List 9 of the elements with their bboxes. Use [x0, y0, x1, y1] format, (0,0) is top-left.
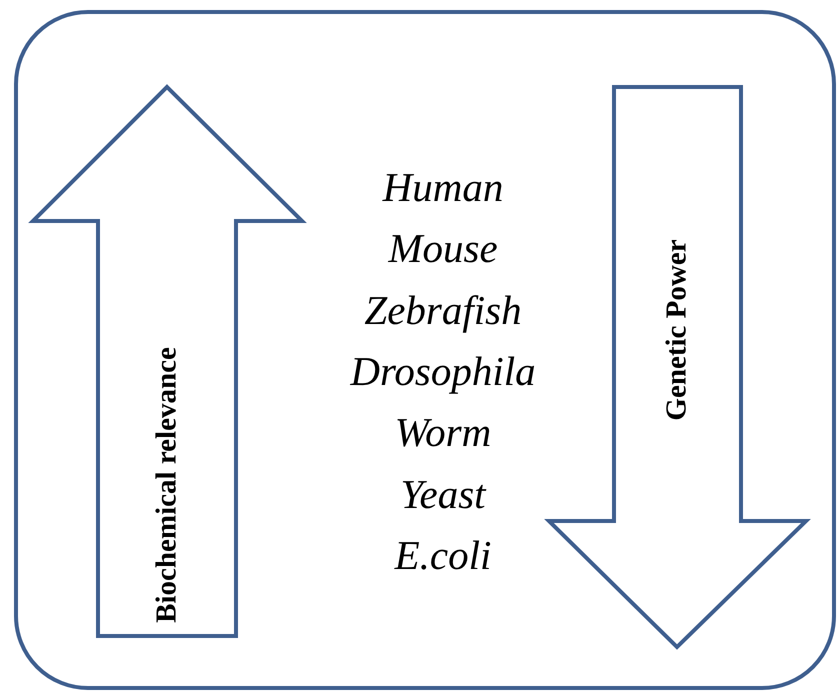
organism-name: Zebrafish: [364, 286, 522, 334]
organism-name: Yeast: [400, 470, 486, 518]
organism-name: Worm: [394, 408, 492, 456]
organism-name: E.coli: [394, 530, 492, 579]
organism-name: Human: [382, 163, 504, 211]
arrow-label: Biochemical relevance: [150, 347, 184, 623]
organism-name: Drosophila: [350, 346, 536, 395]
arrow-label: Genetic Power: [660, 239, 694, 421]
organism-name: Mouse: [388, 224, 498, 272]
